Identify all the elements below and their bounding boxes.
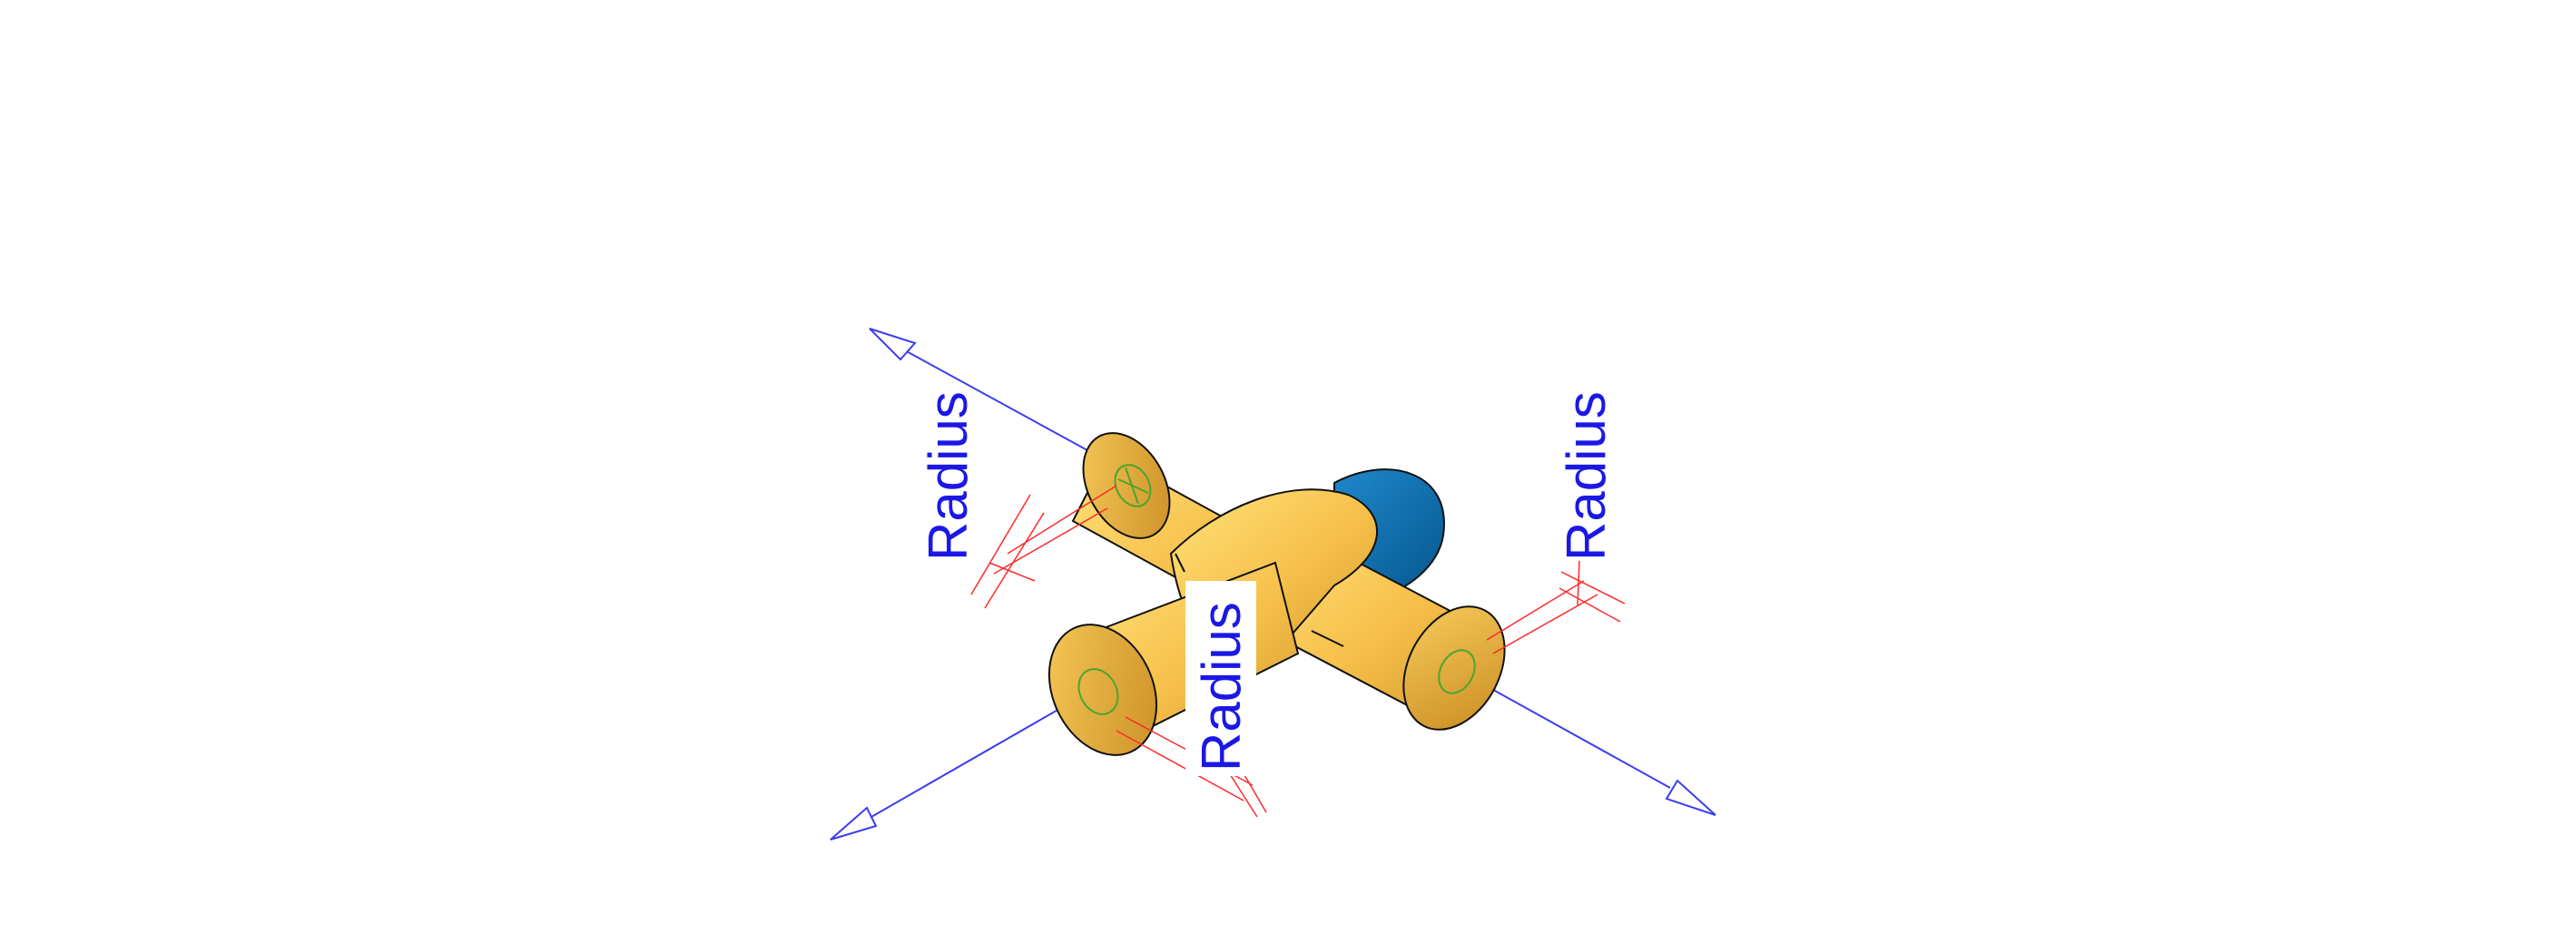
dimension-right-b	[1492, 594, 1598, 654]
radius-label-center[interactable]: Radius	[1191, 602, 1252, 772]
upper-left-end-face[interactable]	[1066, 418, 1187, 553]
dimension-left-d	[984, 512, 1045, 609]
dimension-left-c	[970, 494, 1031, 595]
upper-left-axis-cross-v	[1125, 467, 1139, 505]
front-left-axis-circle-icon	[1077, 668, 1119, 715]
dimension-right-a	[1486, 580, 1585, 641]
upper-left-axis-circle-icon	[1114, 464, 1152, 507]
edge-detail-lower	[1311, 630, 1344, 647]
dimension-right-c	[1560, 571, 1626, 605]
leader-line-lower-left	[870, 693, 1086, 818]
dimension-lines	[970, 485, 1626, 818]
front-right-axis-circle-icon	[1438, 649, 1476, 694]
radius-label-left[interactable]: Radius	[918, 391, 978, 561]
radius-label-center-background	[1185, 581, 1256, 776]
arrowhead-lower-left-icon	[830, 806, 878, 841]
cross-fitting-model[interactable]	[1028, 418, 1524, 772]
dimension-center-b	[1116, 730, 1244, 801]
arrowhead-upper-left-icon	[869, 328, 917, 361]
dimension-left-e	[988, 562, 1036, 582]
front-right-end-face[interactable]	[1383, 589, 1525, 747]
dimension-left-b	[993, 507, 1108, 575]
arrowhead-right-icon	[1665, 779, 1716, 816]
edge-detail-upper	[1175, 553, 1185, 573]
axis-indicators	[1077, 464, 1476, 715]
upper-left-axis-cross-h	[1117, 478, 1149, 494]
dimension-right-e	[1577, 560, 1580, 607]
radius-labels: Radius Radius Radius	[918, 391, 1617, 776]
radius-label-right[interactable]: Radius	[1556, 391, 1617, 561]
front-left-end-face[interactable]	[1028, 607, 1176, 772]
dimension-right-d	[1558, 587, 1621, 623]
